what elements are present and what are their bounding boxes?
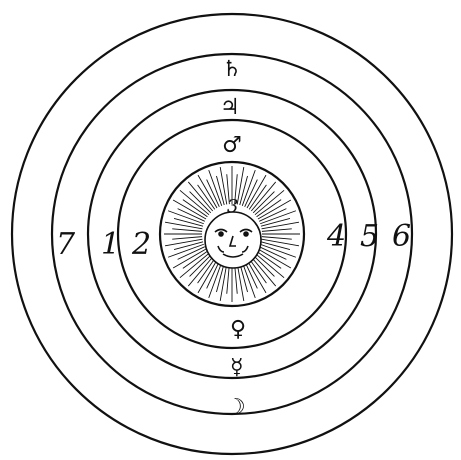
- sun-ray: [220, 264, 227, 301]
- sun-ray: [251, 257, 275, 286]
- sun-ray: [188, 182, 212, 211]
- moon-icon: ☽: [226, 395, 246, 420]
- sun-ray: [174, 242, 203, 250]
- sun-ray: [253, 192, 274, 213]
- sun-ray: [190, 255, 211, 276]
- sun-ray: [188, 257, 212, 286]
- sun-ray: [172, 229, 202, 232]
- mercury-icon: ☿: [230, 355, 244, 380]
- ring-number-6: 6: [392, 219, 411, 254]
- sun-ray: [174, 218, 203, 226]
- sun-ray: [180, 253, 209, 277]
- sun-ray: [255, 190, 284, 214]
- sun-ray: [261, 242, 290, 250]
- sun-ray: [253, 255, 274, 276]
- sun-ray: [262, 239, 299, 246]
- sun-ray: [240, 176, 248, 205]
- sun-ray: [251, 182, 275, 211]
- sun-ray: [165, 222, 202, 229]
- sun-ray: [262, 229, 292, 232]
- sun-ray: [262, 237, 292, 240]
- sun-ray: [255, 253, 284, 277]
- sun-ray: [190, 192, 211, 213]
- sun-ray: [216, 263, 224, 292]
- ring-number-4: 4: [326, 219, 346, 254]
- ring-number-5: 5: [360, 219, 379, 254]
- sun-ray: [180, 190, 209, 214]
- venus-icon: ♀: [230, 317, 246, 342]
- mars-icon: ♂: [222, 133, 242, 158]
- ring-number-3: 3: [227, 196, 238, 217]
- sun-ray: [172, 237, 202, 240]
- ring-number-1: 1: [101, 227, 120, 262]
- sun-face-icon: [205, 212, 261, 268]
- sun-ray: [237, 264, 244, 301]
- sun-ray: [262, 222, 299, 229]
- jupiter-icon: ♃: [220, 95, 240, 120]
- sun-ray: [220, 167, 227, 204]
- ring-number-2: 2: [131, 227, 151, 262]
- sun-ray: [165, 239, 202, 246]
- sun-ray: [216, 176, 224, 205]
- sun-ray: [261, 218, 290, 226]
- ring-number-7: 7: [56, 227, 76, 262]
- saturn-icon: ♄: [222, 57, 242, 82]
